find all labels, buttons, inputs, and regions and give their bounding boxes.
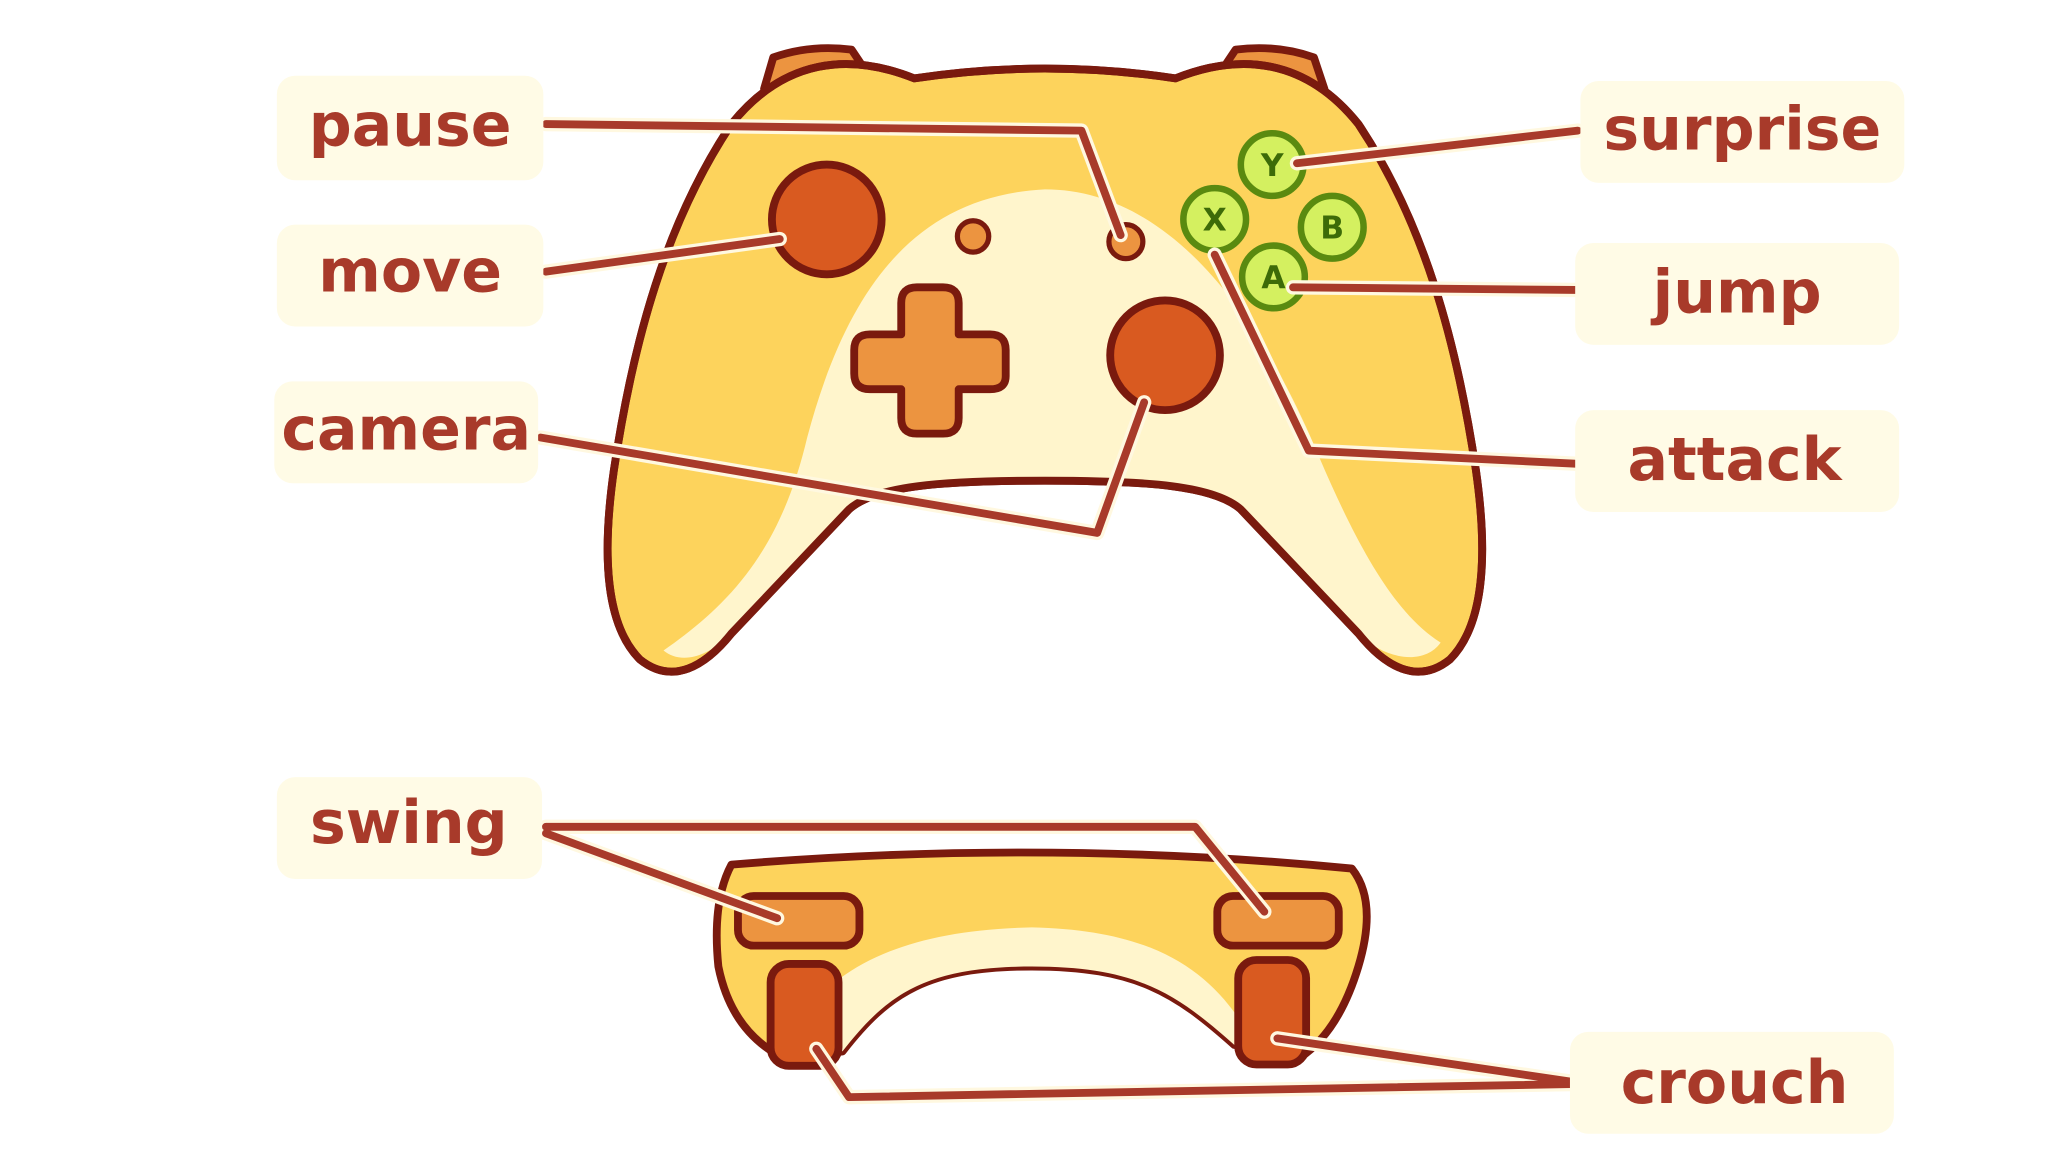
label-attack-text: attack: [1627, 425, 1843, 495]
label-camera-text: camera: [281, 395, 531, 465]
leader-lines: [533, 116, 1585, 1105]
face-button-y-label: Y: [1260, 148, 1284, 184]
label-surprise: surprise: [1580, 80, 1905, 183]
jump-line: [1285, 280, 1583, 298]
crouch-line: [809, 1031, 1578, 1105]
label-swing-text: swing: [310, 788, 508, 858]
swing-line: [538, 819, 1272, 926]
face-button-b: B: [1297, 192, 1367, 262]
face-button-b-label: B: [1320, 211, 1344, 247]
label-jump-text: jump: [1651, 258, 1822, 328]
face-button-x-label: X: [1203, 203, 1227, 239]
surprise-line: [1289, 123, 1585, 171]
label-move: move: [276, 224, 544, 327]
label-pause: pause: [276, 75, 544, 181]
label-move-text: move: [318, 237, 502, 307]
camera-line: [533, 395, 1152, 541]
view-button: [954, 218, 992, 255]
face-button-a-label: A: [1261, 260, 1286, 296]
right-stick: [1106, 296, 1224, 415]
face-button-x: X: [1180, 184, 1250, 255]
move-line: [538, 231, 787, 279]
label-surprise-text: surprise: [1603, 94, 1881, 164]
controller-top: [712, 848, 1371, 1070]
left-stick: [768, 160, 886, 279]
label-camera: camera: [274, 381, 539, 484]
label-crouch-text: crouch: [1621, 1048, 1849, 1118]
label-pause-text: pause: [309, 90, 512, 160]
controller-front: Y X B A: [603, 44, 1487, 676]
label-jump: jump: [1575, 242, 1900, 345]
body-highlight: [663, 189, 1441, 658]
top-body-highlight: [796, 927, 1248, 1052]
dpad: [850, 283, 1010, 438]
right-trigger: [1234, 956, 1311, 1069]
left-trigger: [766, 959, 843, 1070]
label-attack: attack: [1575, 410, 1900, 512]
label-crouch: crouch: [1569, 1031, 1894, 1134]
right-bumper-top: [1213, 892, 1343, 950]
label-swing: swing: [276, 777, 543, 880]
face-button-a: A: [1238, 242, 1309, 312]
pause-line: [538, 116, 1128, 243]
attack-line: [1207, 247, 1583, 471]
